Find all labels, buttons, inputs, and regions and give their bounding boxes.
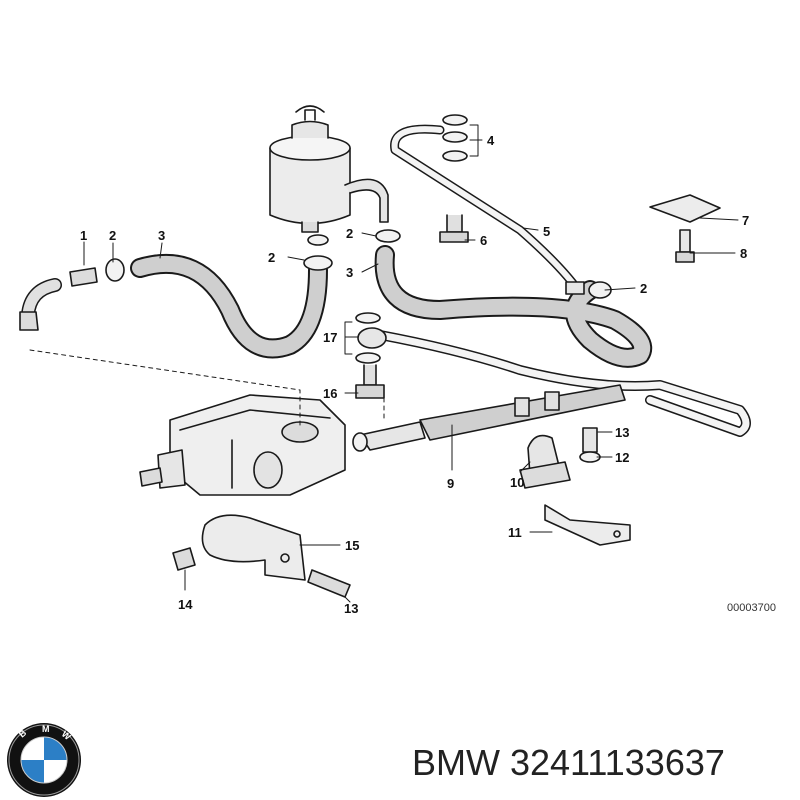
guide-lines — [29, 349, 385, 426]
callout-5: 5 — [543, 224, 550, 239]
callout-2: 2 — [268, 250, 275, 265]
callout-2: 2 — [109, 228, 116, 243]
diagram-id: 00003700 — [727, 602, 776, 614]
callout-6: 6 — [480, 233, 487, 248]
callout-2: 2 — [640, 281, 647, 296]
callout-14: 14 — [178, 597, 193, 612]
callout-4: 4 — [487, 133, 495, 148]
callout-13: 13 — [344, 601, 358, 616]
bmw-logo: B M W — [7, 723, 81, 797]
callout-10: 10 — [510, 475, 524, 490]
svg-text:M: M — [42, 724, 50, 734]
pressure-line — [352, 330, 751, 452]
callout-2: 2 — [346, 226, 353, 241]
callout-8: 8 — [740, 246, 747, 261]
callout-3: 3 — [346, 265, 353, 280]
callout-17: 17 — [323, 330, 337, 345]
callout-1: 1 — [80, 228, 87, 243]
callout-11: 11 — [508, 525, 522, 540]
hose-right — [374, 229, 653, 368]
banjo-fitting — [355, 312, 387, 399]
callout-9: 9 — [447, 476, 454, 491]
clamp-bracket — [519, 427, 631, 546]
brand-name: BMW — [412, 742, 500, 783]
hose-left — [19, 234, 333, 359]
pipe-5 — [390, 114, 585, 295]
reservoir — [269, 105, 389, 233]
callout-leaders — [83, 124, 739, 603]
callout-15: 15 — [345, 538, 359, 553]
steering-box — [139, 394, 346, 496]
callout-7: 7 — [742, 213, 749, 228]
callout-12: 12 — [615, 450, 629, 465]
svg-text:B: B — [17, 727, 29, 739]
callout-13: 13 — [615, 425, 629, 440]
callout-3: 3 — [158, 228, 165, 243]
clip-assembly — [172, 514, 351, 598]
callout-16: 16 — [323, 386, 337, 401]
bracket-7 — [649, 194, 721, 263]
part-number: 32411133637 — [509, 742, 725, 783]
